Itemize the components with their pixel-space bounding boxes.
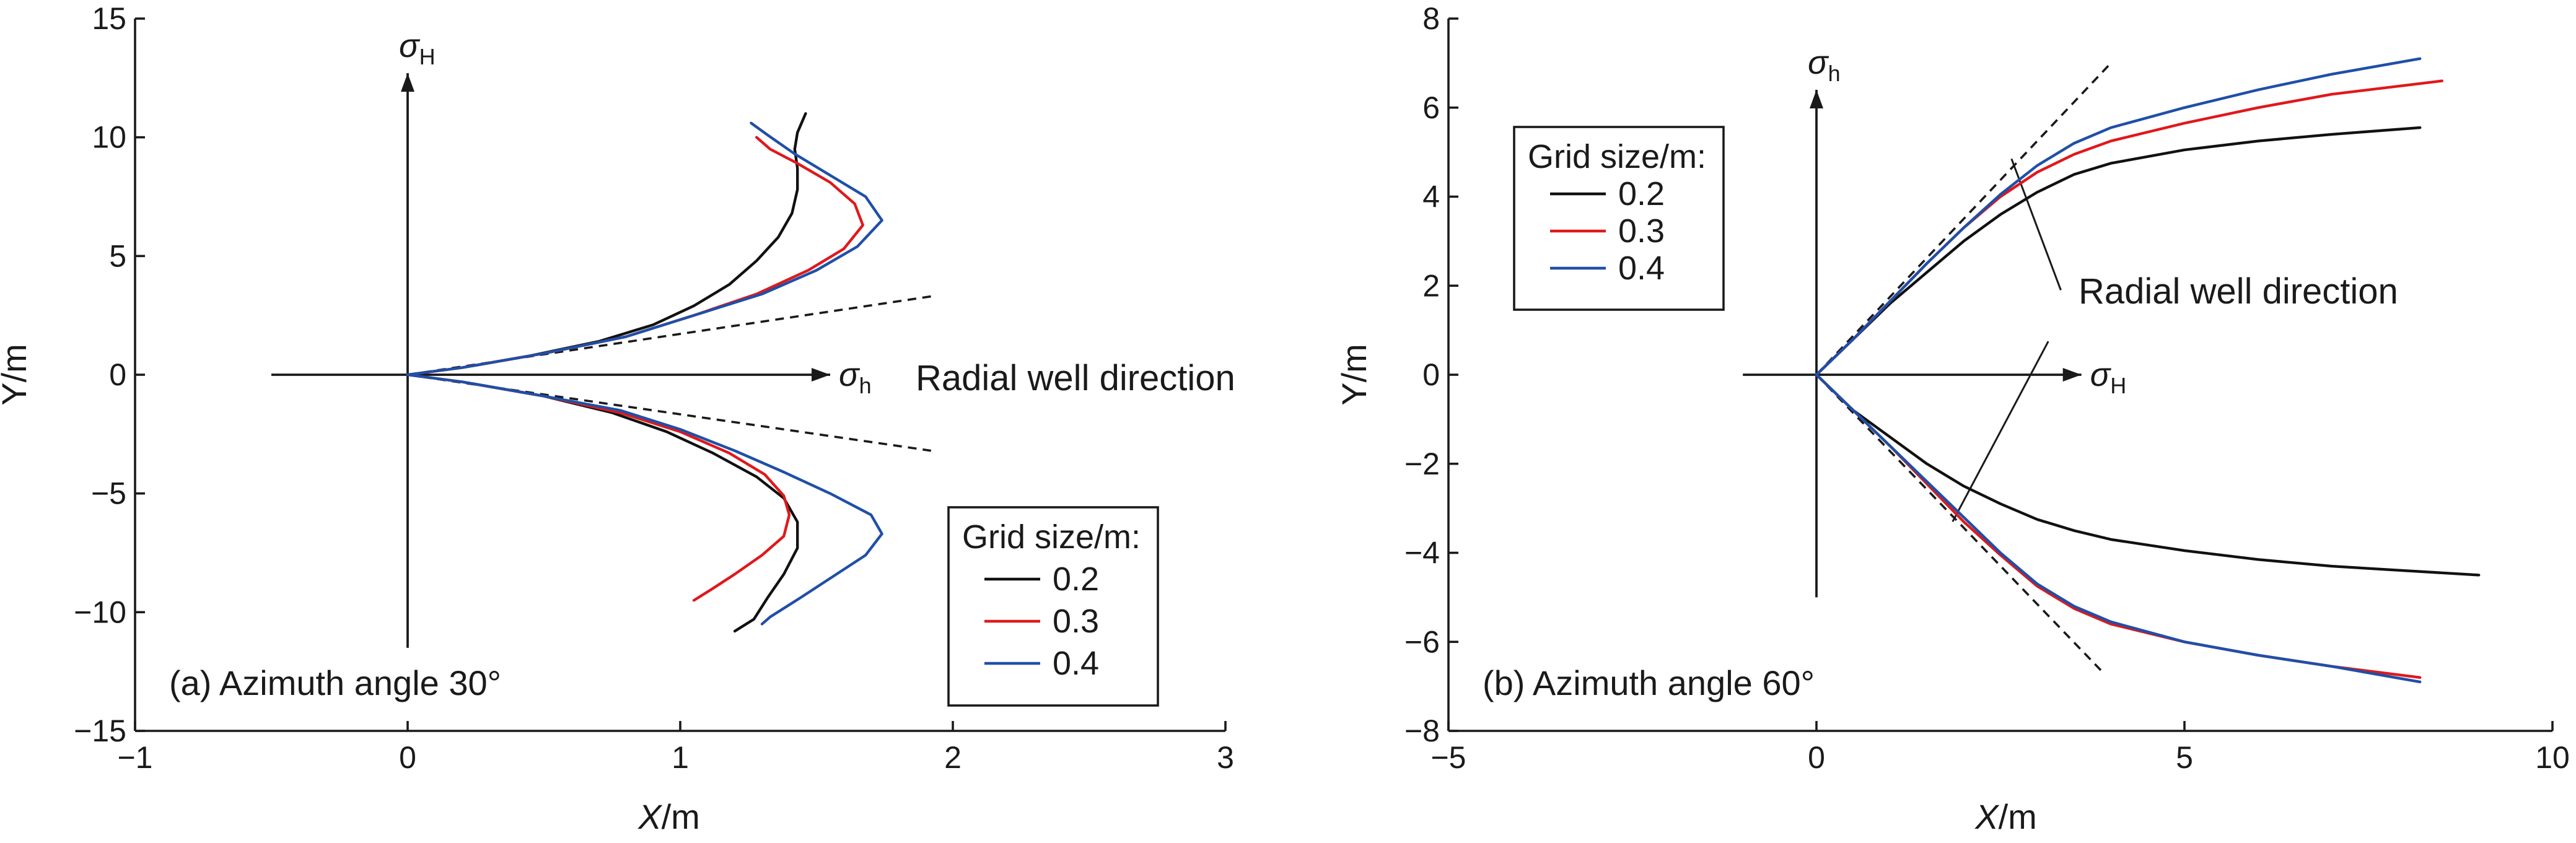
horizontal-stress-subscript: h: [859, 373, 872, 398]
vertical-stress-arrow-arrowhead: [1810, 90, 1823, 108]
x-axis-title: X/m: [637, 797, 700, 836]
annotation-leader-line: [1952, 341, 2049, 522]
series-0-2-upper-branch: [1815, 126, 2422, 377]
y-tick-label: 10: [92, 120, 126, 155]
y-tick-label: 5: [109, 238, 126, 273]
y-tick-label: −15: [74, 714, 126, 748]
y-tick-label: 0: [1422, 357, 1440, 392]
legend-label-0-3: 0.3: [1053, 603, 1099, 640]
series-0-4-upper-branch: [406, 121, 883, 377]
y-axis-title: Y/m: [0, 344, 33, 406]
x-axis-title-unit: /m: [1999, 797, 2037, 836]
x-tick-label: 3: [1217, 740, 1234, 775]
series-0-3-upper-branch: [1815, 79, 2443, 377]
series-0-3-upper-branch: [406, 136, 864, 377]
x-tick-label: 10: [2535, 740, 2570, 775]
y-tick-label: −5: [91, 476, 126, 511]
vertical-stress-symbol: σ: [1808, 44, 1829, 81]
y-tick-label: −2: [1404, 447, 1440, 481]
y-tick-label: −10: [74, 595, 126, 629]
legend-label-0-4: 0.4: [1618, 250, 1665, 287]
series-0-2-upper-branch: [406, 112, 807, 377]
x-axis-title-unit: /m: [662, 797, 700, 836]
radial-well-direction-guide: [1815, 62, 2112, 376]
horizontal-stress-label: σh: [839, 356, 872, 398]
x-tick-label: −5: [1430, 740, 1466, 775]
x-axis-title-symbol: X: [1974, 797, 2000, 836]
vertical-stress-subscript: h: [1828, 61, 1841, 86]
vertical-stress-label: σh: [1808, 44, 1841, 86]
panel-label: (a) Azimuth angle 30°: [169, 663, 501, 702]
radial-well-direction-annotation: Radial well direction: [2079, 271, 2398, 312]
legend-label-0-4: 0.4: [1053, 645, 1099, 682]
y-tick-label: −8: [1404, 714, 1440, 748]
x-tick-label: 2: [944, 740, 962, 775]
y-tick-label: 8: [1422, 1, 1440, 36]
horizontal-stress-symbol: σ: [839, 356, 861, 393]
panel-label: (b) Azimuth angle 60°: [1483, 663, 1815, 702]
series-0-2-lower-branch: [406, 373, 799, 633]
y-tick-label: 6: [1422, 90, 1440, 125]
x-axis-title-symbol: X: [637, 797, 663, 836]
legend-box: [947, 506, 1159, 707]
x-tick-label: 0: [1808, 740, 1825, 775]
y-tick-label: −6: [1404, 624, 1440, 659]
legend-box: [1513, 126, 1725, 311]
horizontal-stress-subscript: H: [2110, 373, 2126, 398]
y-tick-label: 15: [92, 1, 126, 36]
y-tick-label: 2: [1422, 268, 1440, 303]
vertical-stress-arrow-arrowhead: [401, 73, 414, 92]
horizontal-stress-arrow-arrowhead: [812, 368, 830, 382]
series-0-3-lower-branch: [406, 373, 791, 602]
x-tick-label: −1: [117, 740, 152, 775]
x-tick-label: 1: [672, 740, 689, 775]
y-tick-label: 0: [109, 357, 126, 392]
series-0-4-lower-branch: [406, 373, 883, 626]
legend-title: Grid size/m:: [1528, 138, 1706, 175]
series-0-4-upper-branch: [1815, 57, 2422, 377]
radial-well-direction-guide: [1815, 373, 2105, 674]
legend-title: Grid size/m:: [962, 518, 1141, 556]
y-axis-title: Y/m: [1334, 344, 1373, 406]
y-tick-label: −4: [1404, 536, 1440, 570]
series-0-2-lower-branch: [1815, 373, 2481, 577]
legend-label-0-2: 0.2: [1618, 175, 1665, 212]
series-0-3-lower-branch: [1815, 373, 2422, 679]
vertical-stress-label: σH: [399, 27, 436, 69]
horizontal-stress-symbol: σ: [2090, 356, 2112, 393]
x-tick-label: 5: [2176, 740, 2193, 775]
horizontal-stress-label: σH: [2090, 356, 2127, 398]
vertical-stress-subscript: H: [419, 44, 436, 69]
horizontal-stress-arrow-arrowhead: [2062, 368, 2082, 382]
legend-label-0-2: 0.2: [1053, 561, 1099, 598]
y-tick-label: 4: [1422, 180, 1440, 214]
x-axis-title: X/m: [1974, 797, 2037, 836]
legend-label-0-3: 0.3: [1618, 212, 1665, 250]
series-0-4-lower-branch: [1815, 373, 2422, 684]
vertical-stress-symbol: σ: [399, 27, 421, 64]
radial-well-direction-annotation: Radial well direction: [916, 358, 1235, 398]
x-tick-label: 0: [399, 740, 416, 775]
